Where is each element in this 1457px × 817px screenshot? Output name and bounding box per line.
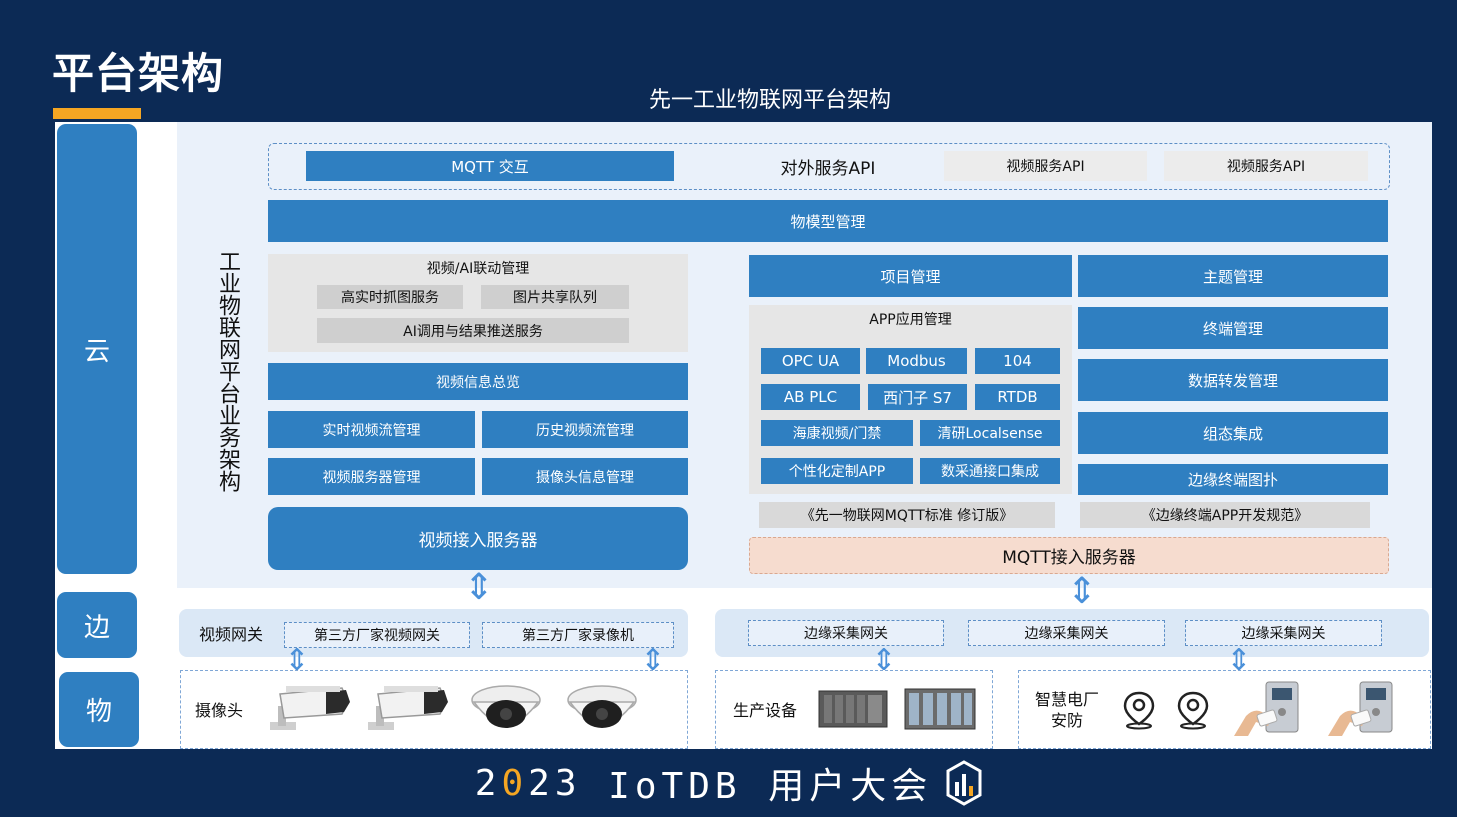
image-queue-box: 图片共享队列 [481, 285, 629, 309]
video-ai-title: 视频/AI联动管理 [426, 261, 530, 277]
topic-management-box: 主题管理 [1078, 255, 1388, 297]
dome-camera-icon [567, 685, 637, 728]
video-gateway-label: 视频网关 [198, 625, 263, 644]
realtime-stream-box: 实时视频流管理 [268, 411, 475, 448]
footer-year-highlight: 0 [501, 762, 529, 804]
app-custom-box: 个性化定制APP [761, 458, 913, 484]
mqtt-interaction-box: MQTT 交互 [306, 151, 674, 181]
control-cabinet-icon [904, 688, 976, 730]
app-localsense-box: 清研Localsense [920, 420, 1060, 446]
video-server-mgmt-box: 视频服务器管理 [268, 458, 475, 495]
history-stream-box: 历史视频流管理 [482, 411, 688, 448]
arrow-video-server-icon: ⇕ [463, 567, 495, 608]
video-api-box-2: 视频服务API [1164, 151, 1368, 181]
api-row-frame [268, 143, 1390, 190]
security-label: 智慧电厂 安防 [1034, 690, 1099, 730]
app-modbus-box: Modbus [866, 348, 967, 374]
ai-push-service-box: AI调用与结果推送服务 [317, 318, 629, 343]
location-pin-icon [1123, 691, 1155, 730]
app-management-title: APP应用管理 [869, 312, 952, 328]
bullet-camera-icon [368, 686, 448, 730]
page-title: 平台架构 [52, 49, 225, 98]
app-hikvision-box: 海康视频/门禁 [761, 420, 913, 446]
title-underline [53, 108, 141, 119]
edge-gateway-box-3: 边缘采集网关 [1185, 620, 1382, 646]
tier-label-edge: 边 [57, 592, 137, 658]
tier-label-device: 物 [59, 672, 139, 747]
edge-gateway-box-2: 边缘采集网关 [968, 620, 1165, 646]
footer-bar [0, 750, 1457, 817]
tier-label-cloud: 云 [57, 124, 137, 574]
location-pin-icon [1177, 691, 1209, 730]
app-spec-box: 《边缘终端APP开发规范》 [1080, 502, 1370, 528]
model-management-box: 物模型管理 [268, 200, 1388, 242]
project-management-box: 项目管理 [749, 255, 1072, 297]
app-rtdb-box: RTDB [975, 384, 1060, 410]
footer-year-prefix: 2 [474, 762, 502, 804]
external-api-label: 对外服务API [780, 158, 876, 179]
mqtt-access-server-box: MQTT接入服务器 [749, 537, 1389, 574]
app-104-box: 104 [975, 348, 1060, 374]
app-collector-box: 数采通接口集成 [920, 458, 1060, 484]
third-party-recorder-box: 第三方厂家录像机 [482, 622, 674, 648]
terminal-management-box: 终端管理 [1078, 307, 1388, 349]
edge-topology-box: 边缘终端图扑 [1078, 464, 1388, 495]
footer-year-suffix: 23 [528, 762, 582, 804]
mqtt-spec-box: 《先一物联网MQTT标准 修订版》 [759, 502, 1055, 528]
app-abplc-box: AB PLC [761, 384, 860, 410]
bullet-camera-icon [270, 686, 350, 730]
video-api-box-1: 视频服务API [944, 151, 1147, 181]
video-overview-box: 视频信息总览 [268, 363, 688, 400]
arrow-mqtt-server-icon: ⇕ [1066, 571, 1098, 612]
diagram-title: 先一工业物联网平台架构 [648, 88, 891, 113]
camera-info-box: 摄像头信息管理 [482, 458, 688, 495]
app-opcua-box: OPC UA [761, 348, 860, 374]
iotdb-logo-icon [946, 760, 982, 806]
video-access-server-box: 视频接入服务器 [268, 507, 688, 570]
camera-label: 摄像头 [194, 701, 243, 720]
vertical-title: 工业物联网平台业务架构 [215, 250, 240, 492]
plc-rack-icon [818, 690, 888, 728]
access-card-reader-icon [1328, 681, 1393, 736]
production-label: 生产设备 [732, 701, 797, 720]
access-card-reader-icon [1234, 681, 1299, 736]
snapshot-service-box: 高实时抓图服务 [317, 285, 463, 309]
dome-camera-icon [471, 685, 541, 728]
data-forward-management-box: 数据转发管理 [1078, 359, 1388, 401]
edge-gateway-box-1: 边缘采集网关 [748, 620, 944, 646]
footer-event-name: IoTDB 用户大会 [581, 766, 933, 807]
configuration-integration-box: 组态集成 [1078, 412, 1388, 454]
app-siemens-s7-box: 西门子 S7 [868, 384, 967, 410]
third-party-gateway-box: 第三方厂家视频网关 [284, 622, 470, 648]
